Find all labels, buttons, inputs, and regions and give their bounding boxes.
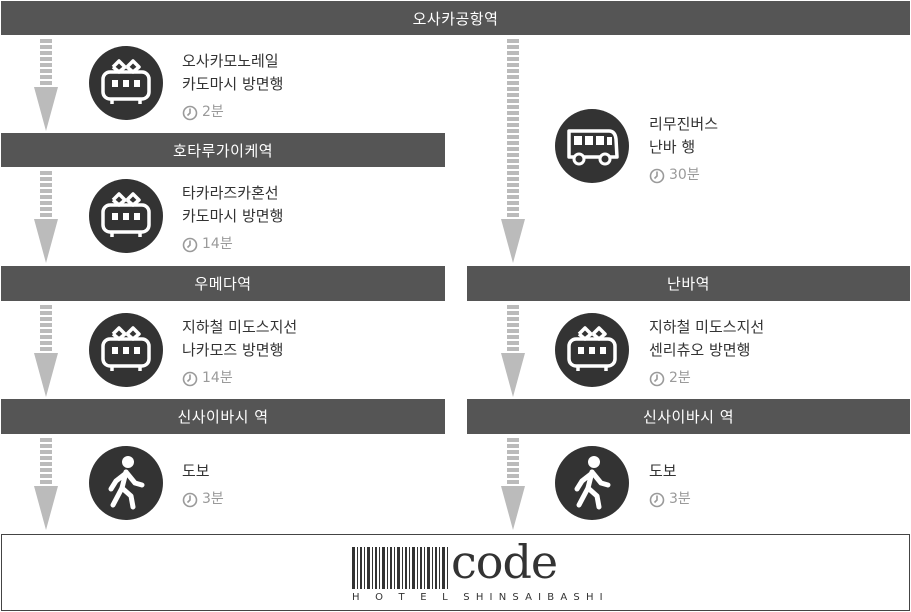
- station-name: 호타루가이케역: [172, 141, 274, 160]
- train-icon: [555, 313, 629, 387]
- station-name: 우메다역: [194, 275, 252, 293]
- clock-icon: [649, 371, 665, 386]
- station-bar-osaka-airport: 오사카공항역: [1, 1, 910, 35]
- travel-time: 14분: [182, 233, 283, 256]
- route-direction: 나카모즈 방면행: [182, 341, 284, 359]
- walking-person-icon: [555, 446, 629, 520]
- station-bar-umeda: 우메다역: [1, 266, 445, 301]
- bus-icon: [555, 109, 629, 183]
- down-arrow-icon: [34, 305, 58, 397]
- travel-time: 30분: [649, 164, 718, 187]
- station-bar-namba: 난바역: [467, 266, 910, 301]
- station-bar-shinsaibashi-right: 신사이바시 역: [467, 399, 910, 434]
- station-name: 오사카공항역: [412, 9, 499, 28]
- route-step-info: 도보 3분: [649, 460, 691, 511]
- route-line-name: 오사카모노레일: [182, 52, 279, 70]
- route-line-name: 리무진버스: [649, 115, 719, 133]
- route-step-info: 타카라즈카혼선 카도마시 방면행 14분: [182, 182, 283, 256]
- station-bar-shinsaibashi-left: 신사이바시 역: [1, 399, 445, 434]
- down-arrow-icon: [501, 305, 525, 397]
- route-line-name: 타카라즈카혼선: [182, 184, 279, 202]
- station-name: 신사이바시 역: [642, 408, 735, 426]
- route-step-info: 도보 3분: [182, 460, 224, 511]
- route-direction: 카도마시 방면행: [182, 75, 284, 93]
- travel-time-value: 3분: [669, 491, 691, 507]
- route-line-name: 지하철 미도스지선: [649, 318, 765, 336]
- down-arrow-icon: [34, 438, 58, 530]
- travel-time-value: 14분: [202, 236, 233, 252]
- clock-icon: [182, 105, 198, 120]
- station-name: 난바역: [667, 275, 710, 293]
- train-icon: [89, 46, 163, 120]
- down-arrow-icon: [34, 171, 58, 263]
- travel-time: 14분: [182, 367, 297, 390]
- station-name: 신사이바시 역: [177, 408, 269, 426]
- route-step-info: 리무진버스 난바 행 30분: [649, 113, 718, 187]
- travel-time: 3분: [182, 488, 224, 511]
- route-direction: 센리츄오 방면행: [649, 341, 751, 359]
- route-step-info: 오사카모노레일 카도마시 방면행 2분: [182, 50, 283, 124]
- logo-subtitle: H O T E L SHINSAIBASHI: [352, 592, 609, 603]
- travel-time-value: 2분: [202, 104, 224, 120]
- route-line-name: 지하철 미도스지선: [182, 318, 298, 336]
- logo-wordmark: code: [451, 535, 558, 589]
- walking-person-icon: [89, 446, 163, 520]
- route-line-name: 도보: [182, 462, 210, 480]
- travel-time-value: 2분: [669, 370, 691, 386]
- train-icon: [89, 313, 163, 387]
- clock-icon: [182, 371, 198, 386]
- travel-time: 2분: [182, 101, 283, 124]
- train-icon: [89, 179, 163, 253]
- travel-time-value: 14분: [202, 370, 233, 386]
- clock-icon: [182, 237, 198, 252]
- route-step-info: 지하철 미도스지선 나카모즈 방면행 14분: [182, 316, 297, 390]
- route-step-info: 지하철 미도스지선 센리츄오 방면행 2분: [649, 316, 764, 390]
- route-direction: 난바 행: [649, 138, 696, 156]
- clock-icon: [649, 492, 665, 507]
- route-direction: 카도마시 방면행: [182, 207, 284, 225]
- route-line-name: 도보: [649, 462, 677, 480]
- down-arrow-icon: [501, 39, 525, 263]
- hotel-destination: code H O T E L SHINSAIBASHI: [1, 534, 910, 611]
- station-bar-hotarugaike: 호타루가이케역: [1, 133, 445, 167]
- clock-icon: [182, 492, 198, 507]
- travel-time: 3분: [649, 488, 691, 511]
- travel-time-value: 3분: [202, 491, 224, 507]
- barcode-icon: [352, 547, 448, 589]
- down-arrow-icon: [34, 39, 58, 131]
- travel-time: 2분: [649, 367, 764, 390]
- down-arrow-icon: [501, 438, 525, 530]
- hotel-logo: code H O T E L SHINSAIBASHI: [352, 539, 609, 605]
- travel-time-value: 30분: [669, 167, 700, 183]
- clock-icon: [649, 168, 665, 183]
